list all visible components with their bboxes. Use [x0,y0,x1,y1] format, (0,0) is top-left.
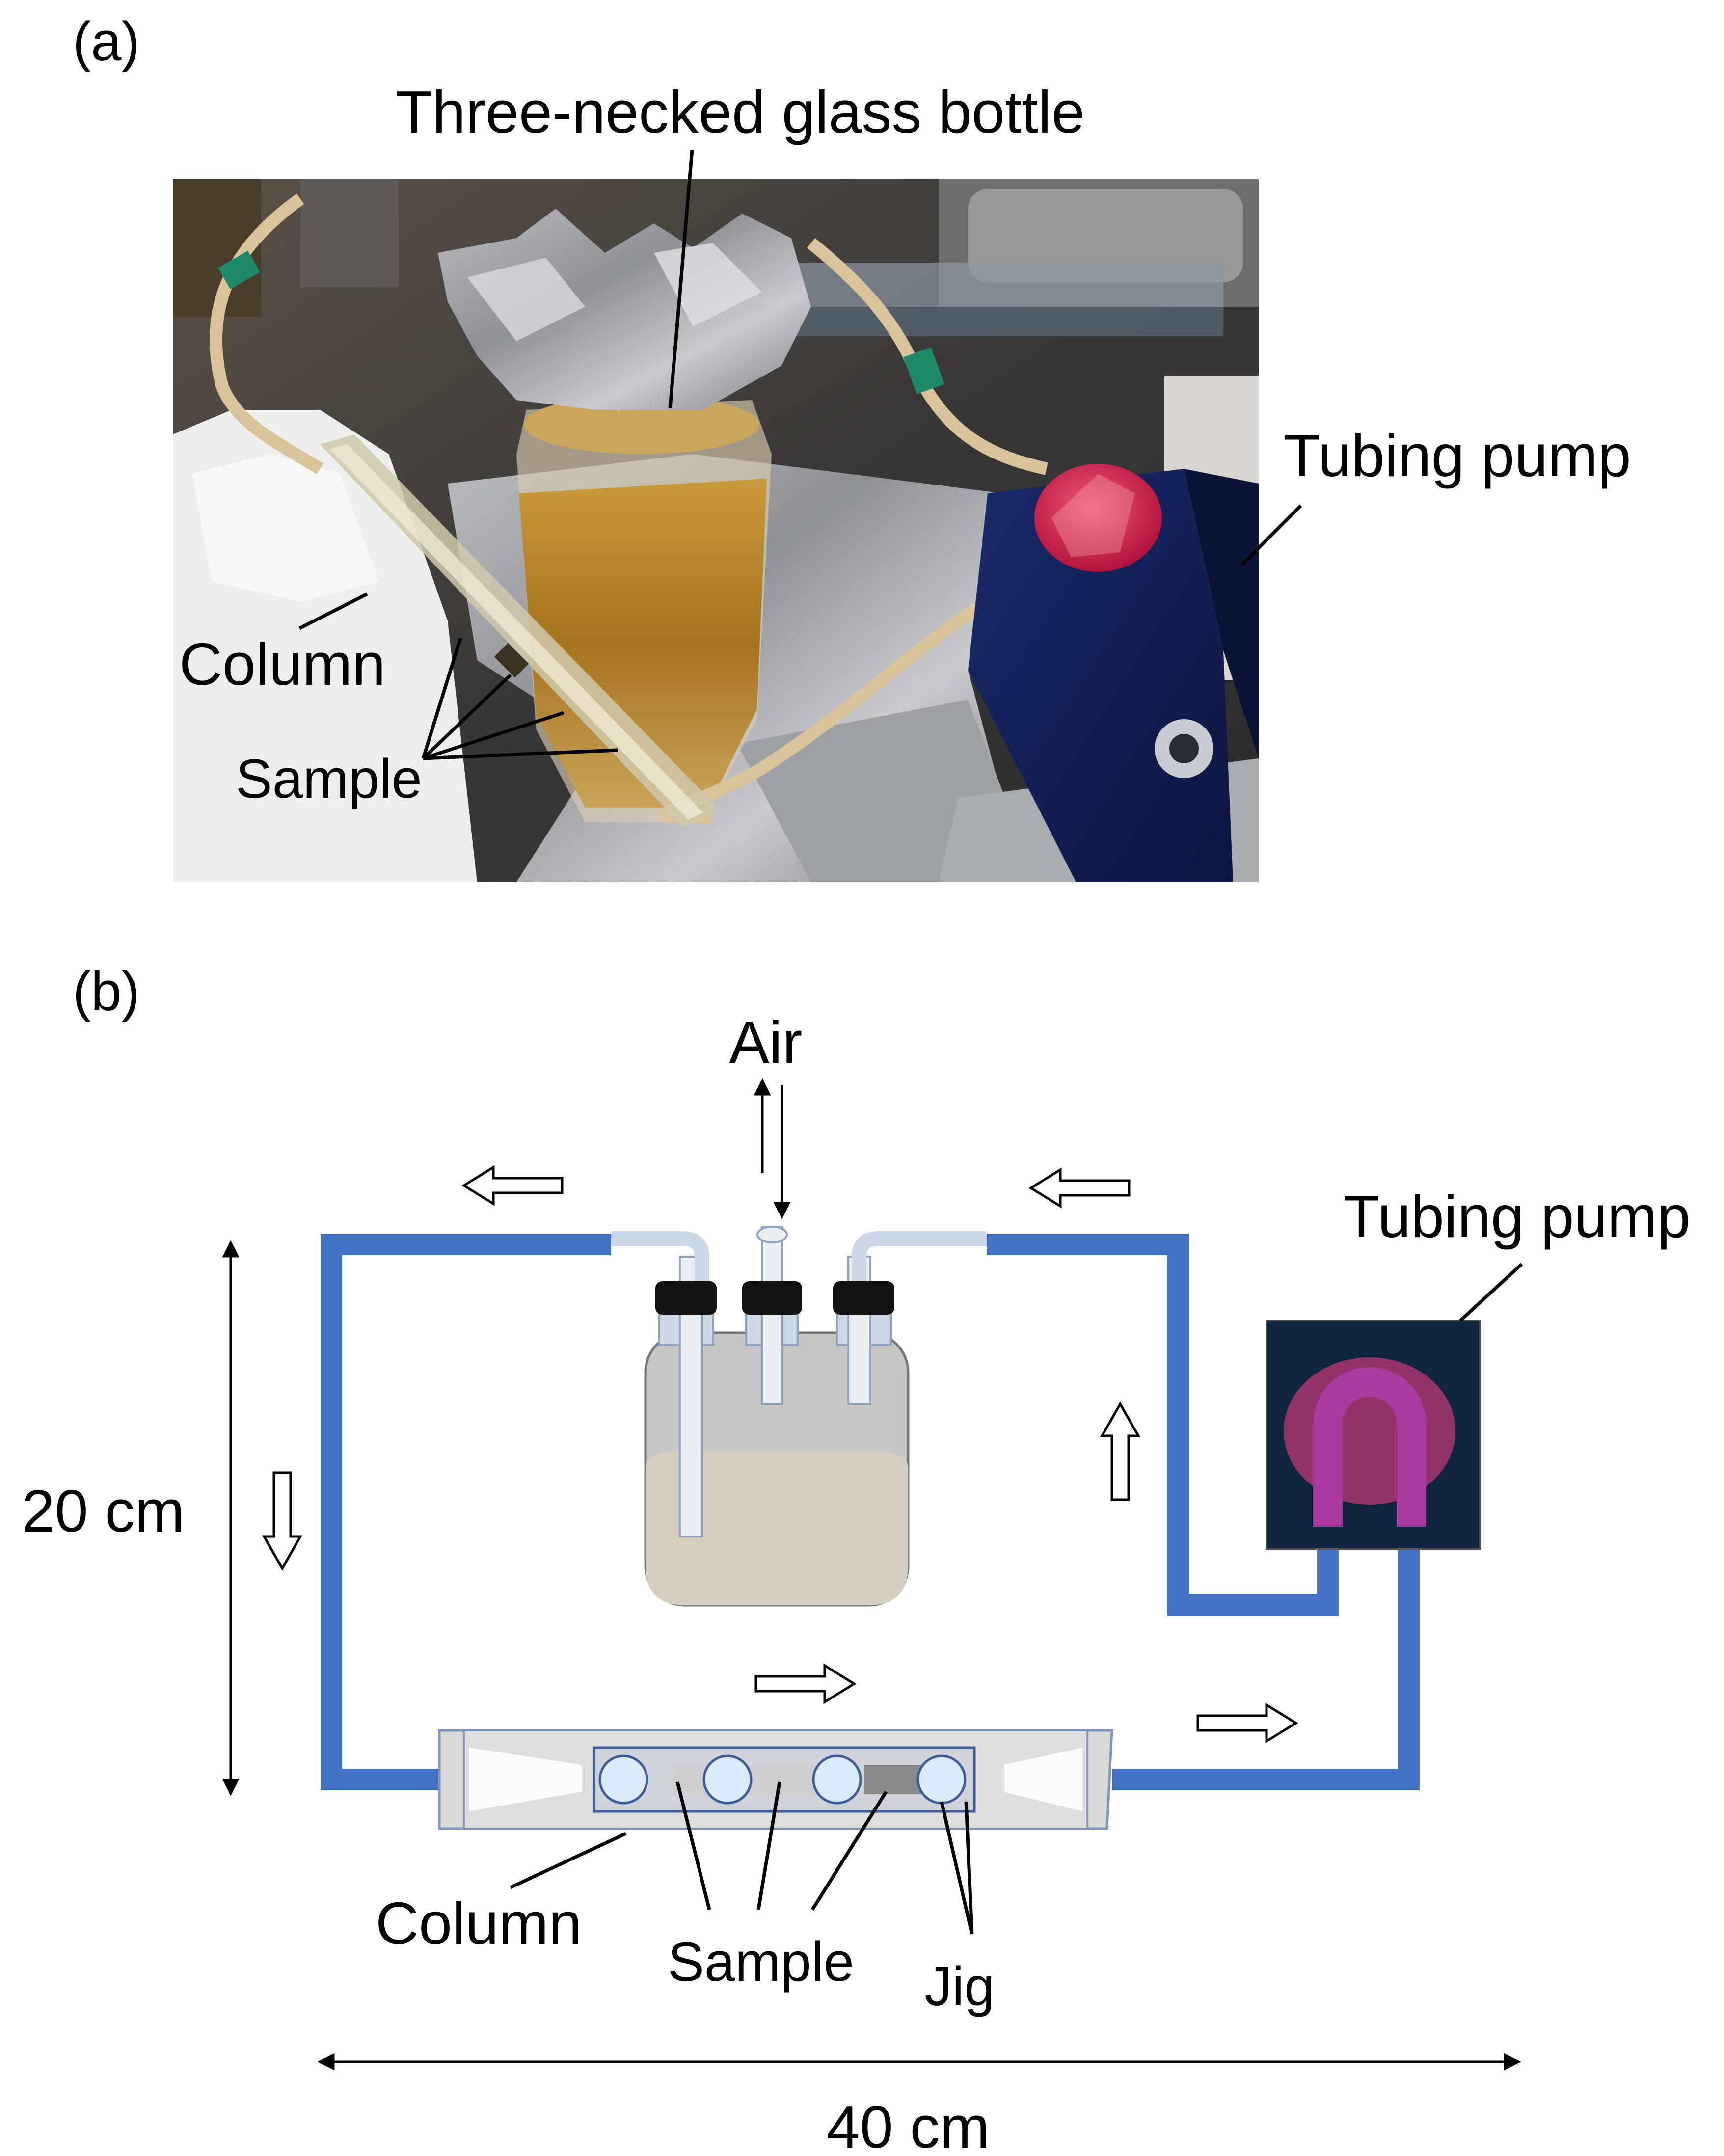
pump-leader-b [1459,1263,1523,1322]
sample-label-b: Sample [668,1931,854,1993]
pump-leader-a [1240,504,1302,566]
tubing-loop [321,1234,1420,1790]
flow-arrow-right-up [1100,1401,1141,1501]
three-necked-bottle [611,1226,987,1607]
bottle-leader-a [668,149,694,409]
flow-arrow-top-right [1028,1167,1131,1209]
pump-label-a: Tubing pump [1284,422,1631,489]
width-label: 40 cm [827,2094,990,2156]
column-label-b: Column [376,1890,582,1957]
tubing-pump [1266,1320,1481,1550]
air-label: Air [729,1009,802,1076]
flow-arrow-column [754,1663,857,1704]
flow-arrow-bottom-right [1196,1702,1298,1744]
sample-label-a: Sample [236,748,422,809]
pump-label-b: Tubing pump [1343,1183,1691,1250]
panel-a-label: (a) [73,11,140,72]
flow-arrow-left-down [262,1471,303,1571]
bottle-label-a: Three-necked glass bottle [396,79,1085,145]
panel-b-label: (b) [73,961,140,1022]
jig-label-b: Jig [924,1956,995,2017]
column-label-a: Column [179,631,385,698]
sample-leaders-b [675,1781,888,1911]
column-leader-b [510,1832,627,1889]
sample-leaders-a [421,637,618,760]
column-leader-a [298,592,368,630]
flow-arrow-top-left [461,1165,564,1206]
height-label: 20 cm [22,1478,185,1544]
apparatus-photo [173,179,1259,882]
jig-leaders-b [940,1801,974,1935]
